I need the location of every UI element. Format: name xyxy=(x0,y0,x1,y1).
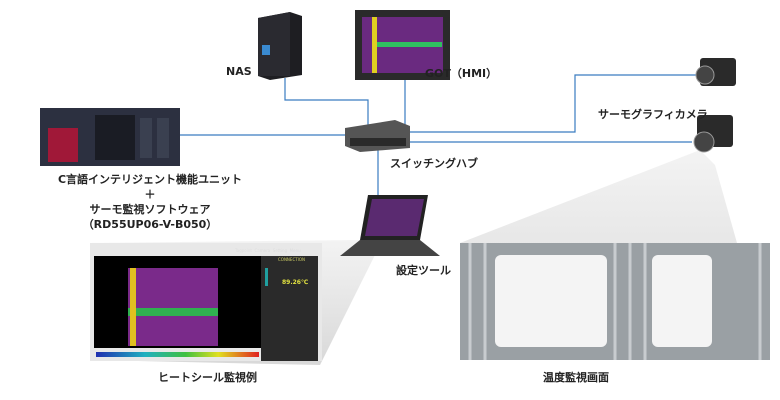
nas-label: NAS xyxy=(226,65,252,78)
got-hmi-icon xyxy=(355,10,450,80)
plc-label-line: サーモ監視ソフトウェア xyxy=(89,203,211,216)
plc-label-line: C言語インテリジェント機能ユニット xyxy=(57,173,243,186)
screen-caption: 温度監視画面 xyxy=(543,371,609,384)
menu-item[interactable]: Camera xyxy=(254,248,271,253)
plc-label-plus: ＋ xyxy=(144,188,156,201)
plc-icon xyxy=(40,108,180,166)
nas-icon xyxy=(258,12,302,80)
thermography-camera-icon xyxy=(695,58,736,86)
tool-label: 設定ツール xyxy=(396,264,451,277)
menu-item[interactable]: Setting xyxy=(272,248,288,253)
got-label: GOT（HMI） xyxy=(425,67,498,80)
software-menu: Tagpoint Camera Setting Menu xyxy=(235,248,301,253)
temperature-readout: 89.26℃ xyxy=(282,279,308,286)
menu-item[interactable]: Menu xyxy=(289,248,301,253)
conveyor-image xyxy=(460,243,770,360)
temperature-unit: ℃ xyxy=(300,279,309,286)
hub-label: スイッチングハブ xyxy=(390,157,478,170)
example-caption: ヒートシール監視例 xyxy=(158,371,257,384)
temperature-value: 89.26 xyxy=(282,279,301,286)
thermography-camera-icon xyxy=(693,115,733,153)
status-text: CONNECTION xyxy=(278,257,306,262)
menu-item[interactable]: Tagpoint xyxy=(235,248,252,253)
plc-label: C言語インテリジェント機能ユニット ＋ サーモ監視ソフトウェア （RD55UP0… xyxy=(20,172,280,232)
network-lines xyxy=(178,74,696,195)
switching-hub-icon xyxy=(345,120,410,152)
plc-model: （RD55UP06-V-B050） xyxy=(82,218,218,231)
laptop-icon xyxy=(340,195,440,256)
camera-label: サーモグラフィカメラ xyxy=(598,108,708,121)
heat-seal-screenshot xyxy=(90,243,322,361)
